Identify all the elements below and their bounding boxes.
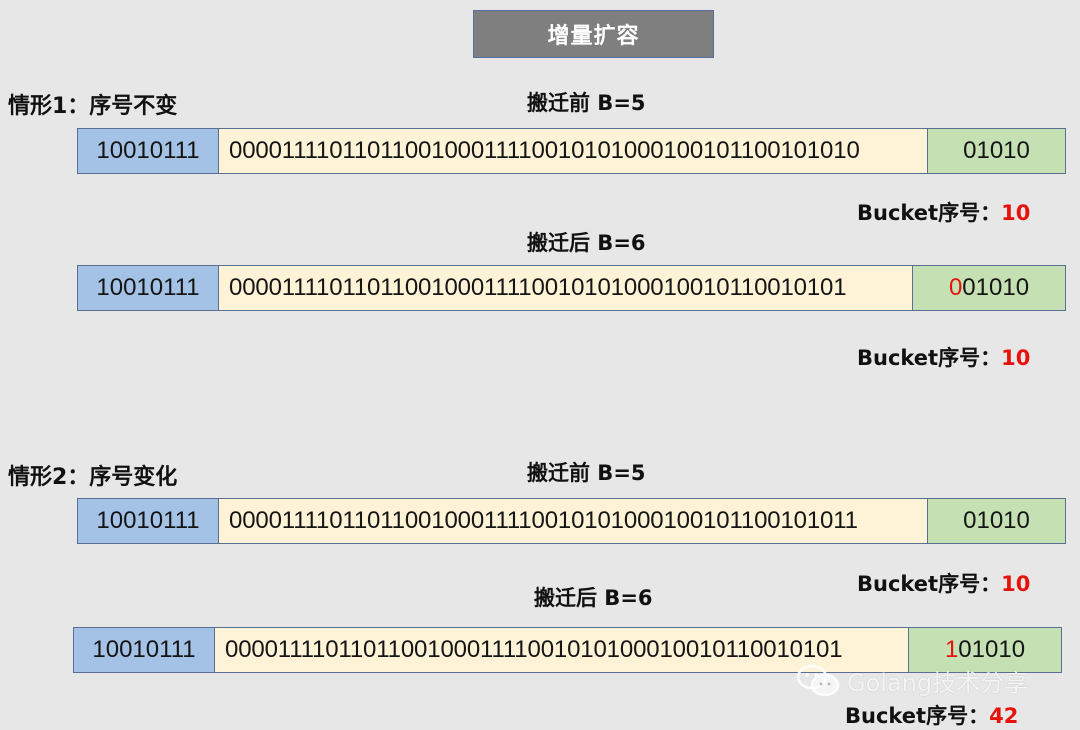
watermark-text: Golang技术分享 bbox=[847, 669, 1029, 697]
low-bits-highlight: 1 bbox=[944, 636, 959, 663]
case-2-label: 情形2：序号变化 bbox=[8, 465, 178, 490]
tophash-cell: 10010111 bbox=[74, 628, 215, 672]
watermark: Golang技术分享 bbox=[795, 663, 1028, 698]
low-bits-cell: 01010 bbox=[927, 499, 1065, 543]
case-1-label: 情形1：序号不变 bbox=[8, 94, 178, 119]
low-bits-highlight: 0 bbox=[948, 274, 963, 301]
bucket-number: 42 bbox=[989, 704, 1019, 728]
bucket-number: 10 bbox=[1001, 201, 1031, 225]
diagram-title: 增量扩容 bbox=[473, 10, 714, 58]
case-2-before-hash-row: 10010111 0000111101101100100011110010101… bbox=[77, 498, 1066, 544]
middle-bits-cell: 0000111101101100100011110010101000100101… bbox=[219, 499, 927, 543]
case-2-after-bucket: Bucket序号：42 bbox=[845, 700, 1018, 730]
bucket-prefix: Bucket序号： bbox=[857, 572, 1002, 596]
case-1-before-hash-row: 10010111 0000111101101100100011110010101… bbox=[77, 128, 1066, 174]
case-1-before-bucket: Bucket序号：10 bbox=[857, 197, 1030, 227]
case-2-before-bucket: Bucket序号：10 bbox=[857, 568, 1030, 598]
tophash-cell: 10010111 bbox=[78, 129, 219, 173]
case-1-after-bucket: Bucket序号：10 bbox=[857, 342, 1030, 372]
low-bits-rest: 01010 bbox=[962, 274, 1030, 301]
low-bits-rest: 01010 bbox=[958, 636, 1026, 663]
low-bits-rest: 01010 bbox=[963, 137, 1030, 164]
case-2-after-hash-row: 10010111 0000111101101100100011110010101… bbox=[73, 627, 1062, 673]
case-1-after-hash-row: 10010111 0000111101101100100011110010101… bbox=[77, 265, 1066, 311]
bucket-prefix: Bucket序号： bbox=[845, 704, 990, 728]
middle-bits-cell: 0000111101101100100011110010101000100101… bbox=[215, 628, 908, 672]
case-2-before-stage: 搬迁前 B=5 bbox=[527, 461, 646, 485]
bucket-number: 10 bbox=[1001, 346, 1031, 370]
bucket-prefix: Bucket序号： bbox=[857, 201, 1002, 225]
wechat-icon bbox=[796, 664, 840, 696]
low-bits-rest: 01010 bbox=[963, 507, 1030, 534]
middle-bits-cell: 0000111101101100100011110010101000100101… bbox=[219, 266, 912, 310]
case-1-before-stage: 搬迁前 B=5 bbox=[527, 91, 646, 115]
tophash-cell: 10010111 bbox=[78, 499, 219, 543]
bucket-prefix: Bucket序号： bbox=[857, 346, 1002, 370]
tophash-cell: 10010111 bbox=[78, 266, 219, 310]
bucket-number: 10 bbox=[1001, 572, 1031, 596]
case-1-after-stage: 搬迁后 B=6 bbox=[527, 231, 646, 255]
case-2-after-stage: 搬迁后 B=6 bbox=[534, 586, 653, 610]
middle-bits-cell: 0000111101101100100011110010101000100101… bbox=[219, 129, 927, 173]
low-bits-cell: 01010 bbox=[927, 129, 1065, 173]
